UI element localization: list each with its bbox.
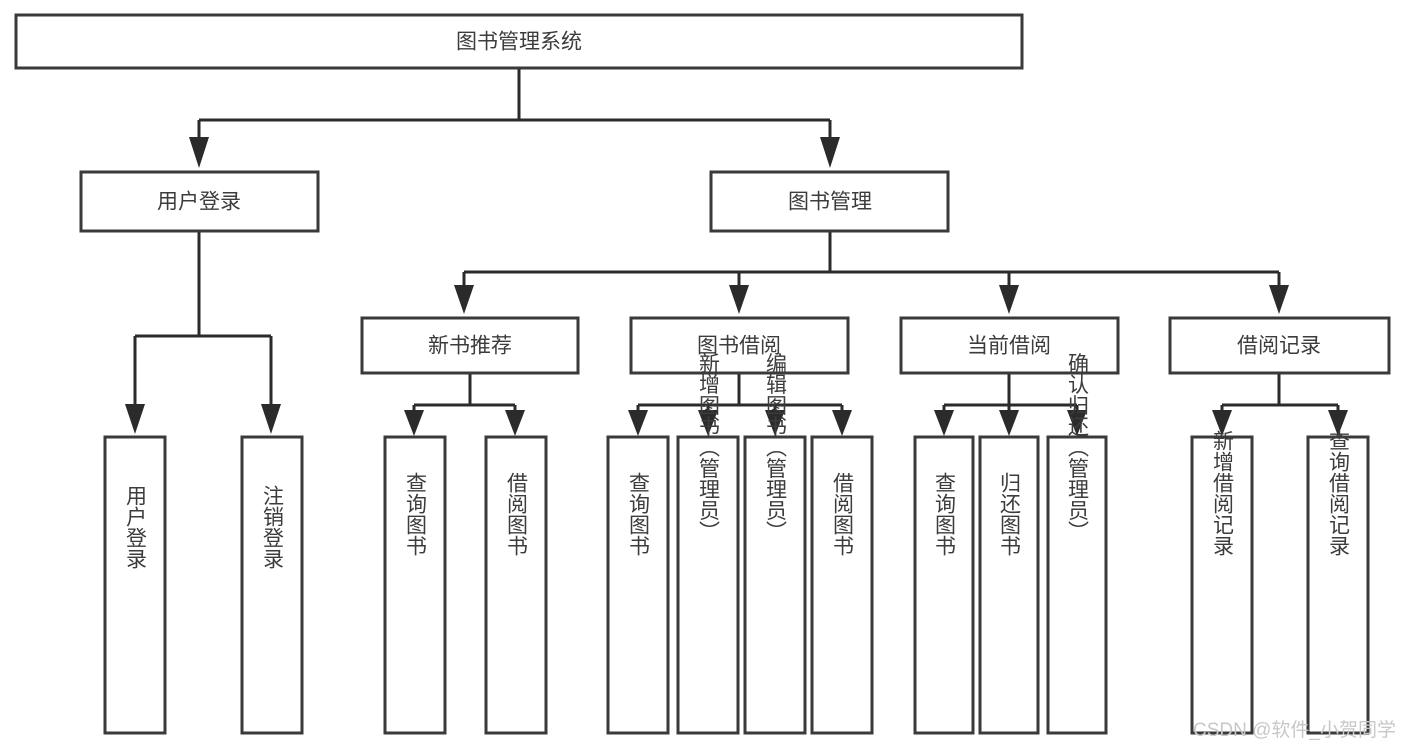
leaf-user-login-box[interactable] — [103, 435, 167, 735]
leaf-edit-book-admin[interactable]: 编辑图书（管理员） — [743, 353, 807, 735]
leaf-add-borrow-record[interactable]: 新增借阅记录 — [1190, 430, 1254, 735]
leaf-query-borrow-record[interactable]: 查询借阅记录 — [1306, 430, 1370, 735]
arrow-leaf-2 — [404, 410, 424, 436]
arrow-leaf-10 — [1067, 410, 1087, 436]
node-book-borrow-box[interactable] — [629, 316, 850, 375]
node-current-borrow[interactable]: 当前借阅 — [899, 316, 1120, 375]
arrow-to-book-mgmt — [820, 137, 840, 168]
arrow-leaf-9 — [999, 410, 1019, 436]
arrow-to-borrow — [729, 285, 749, 314]
leaf-query-book-1-label: 查询图书 — [404, 472, 428, 556]
node-user-login-box[interactable] — [79, 170, 320, 233]
leaf-confirm-return-admin-label: 确认归还（管理员） — [1066, 353, 1090, 542]
leaf-add-book-admin-box[interactable] — [676, 435, 740, 735]
arrow-leaf-6 — [765, 410, 785, 436]
arrow-leaf-11 — [1212, 410, 1232, 436]
leaf-add-book-admin[interactable]: 新增图书（管理员） — [676, 353, 740, 735]
leaf-add-book-admin-label: 新增图书（管理员） — [697, 353, 721, 542]
node-borrow-record-box[interactable] — [1168, 316, 1391, 375]
leaf-confirm-return-admin[interactable]: 确认归还（管理员） — [1046, 353, 1108, 735]
leaf-return-book-box[interactable] — [978, 435, 1040, 735]
node-book-management-label: 图书管理 — [788, 191, 872, 214]
leaf-return-book[interactable]: 归还图书 — [978, 435, 1040, 735]
arrow-to-newbook — [454, 285, 474, 314]
arrow-leaf-1 — [261, 404, 281, 434]
leaf-query-book-1[interactable]: 查询图书 — [383, 435, 447, 735]
leaf-edit-book-admin-box[interactable] — [743, 435, 807, 735]
connector-layer — [125, 68, 1348, 436]
leaf-borrow-book-1-box[interactable] — [484, 435, 548, 735]
leaf-query-book-3[interactable]: 查询图书 — [913, 435, 975, 735]
node-root-label: 图书管理系统 — [456, 31, 582, 54]
node-current-borrow-label: 当前借阅 — [967, 335, 1051, 358]
leaf-query-borrow-record-box[interactable] — [1306, 435, 1370, 735]
arrow-leaf-0 — [125, 404, 145, 434]
leaf-user-login-label: 用户登录 — [124, 485, 148, 569]
node-new-book-recommend-label: 新书推荐 — [428, 335, 512, 358]
leaf-borrow-book-1[interactable]: 借阅图书 — [484, 435, 548, 735]
leaf-logout-box[interactable] — [240, 435, 304, 735]
leaf-borrow-book-2-box[interactable] — [810, 435, 874, 735]
leaf-borrow-book-2[interactable]: 借阅图书 — [810, 435, 874, 735]
leaf-query-borrow-record-label: 查询借阅记录 — [1327, 430, 1351, 556]
arrow-leaf-5 — [698, 410, 718, 436]
arrow-leaf-3 — [505, 410, 525, 436]
node-borrow-record[interactable]: 借阅记录 — [1168, 316, 1391, 375]
leaf-query-book-1-box[interactable] — [383, 435, 447, 735]
arrow-leaf-7 — [832, 410, 852, 436]
leaf-confirm-return-admin-box[interactable] — [1046, 435, 1108, 735]
node-borrow-record-label: 借阅记录 — [1237, 335, 1321, 358]
node-user-login[interactable]: 用户登录 — [79, 170, 320, 233]
node-book-management-box[interactable] — [709, 170, 950, 233]
node-new-book-recommend-box[interactable] — [360, 316, 580, 375]
leaf-query-book-2[interactable]: 查询图书 — [606, 435, 670, 735]
node-current-borrow-box[interactable] — [899, 316, 1120, 375]
arrow-to-current — [999, 285, 1019, 314]
leaf-logout[interactable]: 注销登录 — [240, 435, 304, 735]
leaf-add-borrow-record-label: 新增借阅记录 — [1211, 430, 1235, 556]
leaf-query-book-2-box[interactable] — [606, 435, 670, 735]
leaf-borrow-book-1-label: 借阅图书 — [505, 472, 529, 556]
arrow-to-user-login — [189, 137, 209, 168]
leaf-borrow-book-2-label: 借阅图书 — [831, 472, 855, 556]
arrow-leaf-8 — [934, 410, 954, 436]
node-book-borrow-label: 图书借阅 — [697, 335, 781, 358]
leaf-logout-label: 注销登录 — [261, 485, 285, 569]
leaf-return-book-label: 归还图书 — [998, 472, 1022, 556]
leaf-add-borrow-record-box[interactable] — [1190, 435, 1254, 735]
leaf-query-book-2-label: 查询图书 — [627, 472, 651, 556]
node-book-borrow[interactable]: 图书借阅 — [629, 316, 850, 375]
node-user-login-label: 用户登录 — [157, 191, 241, 214]
node-book-management[interactable]: 图书管理 — [709, 170, 950, 233]
node-root-box[interactable] — [14, 13, 1024, 70]
watermark-label: CSDN @软件_小贺同学 — [1193, 719, 1396, 741]
arrow-leaf-4 — [628, 410, 648, 436]
leaf-edit-book-admin-label: 编辑图书（管理员） — [764, 353, 788, 542]
leaf-query-book-3-box[interactable] — [913, 435, 975, 735]
arrow-to-record — [1269, 285, 1289, 314]
node-new-book-recommend[interactable]: 新书推荐 — [360, 316, 580, 375]
node-root[interactable]: 图书管理系统 — [14, 13, 1024, 70]
arrow-leaf-12 — [1328, 410, 1348, 436]
leaf-user-login[interactable]: 用户登录 — [103, 435, 167, 735]
leaf-query-book-3-label: 查询图书 — [933, 472, 957, 556]
